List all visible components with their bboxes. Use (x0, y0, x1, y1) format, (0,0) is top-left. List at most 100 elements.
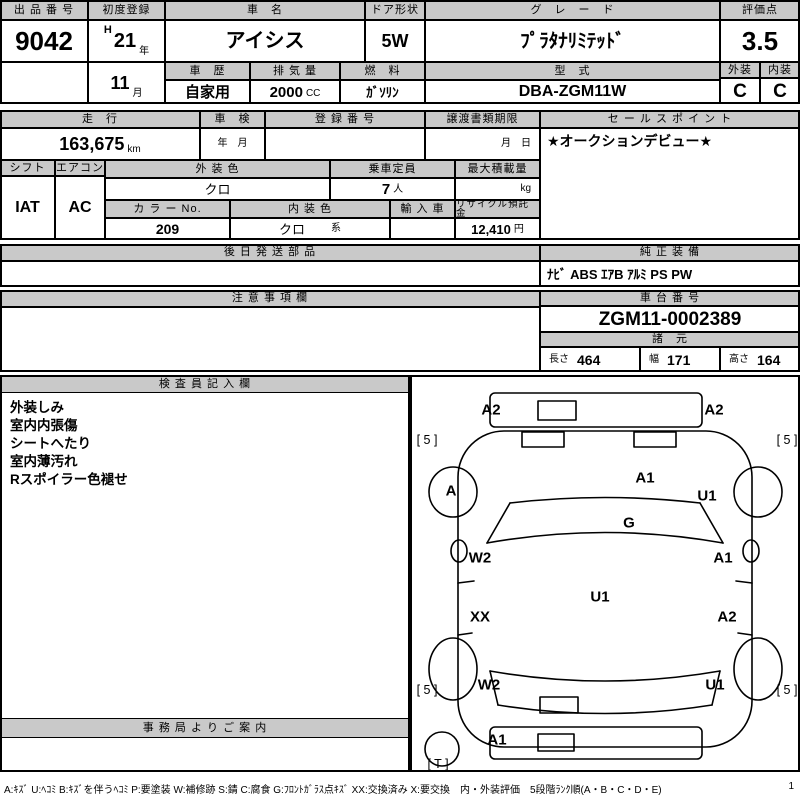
recycle-header: リサイクル預託金 (455, 200, 540, 218)
interior-score: C (760, 78, 800, 104)
registration-no-value (265, 128, 425, 160)
inspector-note: シートへたり (10, 436, 91, 451)
spec-width-cell: 幅 171 (640, 347, 720, 372)
registration-no-header: 登 録 番 号 (265, 110, 425, 128)
first-reg-year: 21 (113, 30, 137, 52)
diagram-marker-A1: A1 (487, 731, 507, 749)
max-load-header: 最大積載量 (455, 160, 540, 178)
later-parts-body (0, 261, 540, 287)
interior-color-suffix: 系 (331, 223, 341, 234)
diagram-marker-5: [ 5 ] (776, 683, 798, 697)
door-shape-header: ドア形状 (365, 0, 425, 20)
recycle-unit: 円 (513, 224, 524, 235)
transfer-deadline-header: 譲渡書類期限 (425, 110, 540, 128)
car-outline (424, 392, 783, 767)
interior-color-value: クロ (278, 221, 305, 237)
import-header: 輸 入 車 (390, 200, 455, 218)
color-no-value: 209 (105, 218, 230, 240)
equipment-value: ﾅﾋﾞ ABS ｴｱB ｱﾙﾐ PS PW (540, 261, 800, 287)
shift-header: シフト (0, 160, 55, 176)
recycle-value: 12,410 (471, 221, 511, 237)
displacement-value-cell: 2000 CC (250, 80, 340, 104)
footer-page-number: 1 (788, 781, 794, 792)
interior-color-cell: クロ 系 (230, 218, 390, 240)
grade-value: ﾌﾟﾗﾀﾅﾘﾐﾃｯﾄﾞ (425, 20, 720, 62)
spec-header: 諸 元 (540, 332, 800, 347)
chassis-no-value: ZGM11-0002389 (540, 306, 800, 332)
displacement-value: 2000 (269, 83, 303, 101)
inspector-note: 室内内張傷 (10, 418, 78, 433)
diagram-marker-A1: A1 (635, 469, 655, 487)
later-parts-header: 後 日 発 送 部 品 (0, 244, 540, 261)
spec-length-cell: 長さ 464 (540, 347, 640, 372)
diagram-marker-W2: W2 (477, 676, 501, 694)
diagram-marker-A2: A2 (717, 608, 737, 626)
car-name-value: アイシス (165, 20, 365, 62)
diagram-marker-A2: A2 (704, 401, 724, 419)
grade-header: グ レ ー ド (425, 0, 720, 20)
displacement-unit: CC (305, 88, 321, 99)
transfer-deadline-value: 月 日 (425, 128, 540, 160)
aircon-header: エアコン (55, 160, 105, 176)
first-reg-year-unit: 年 (139, 46, 150, 57)
diagram-marker-A2: A2 (481, 401, 501, 419)
diagram-marker-T: [ T ] (427, 757, 449, 771)
model-code-value: DBA-ZGM11W (425, 80, 720, 104)
spec-height-value: 164 (757, 351, 781, 368)
max-load-value: kg (455, 178, 540, 200)
diagram-marker-U1: U1 (705, 676, 725, 694)
diagram-marker-W2: W2 (468, 549, 492, 567)
exterior-score: C (720, 78, 760, 104)
first-reg-month: 11 (110, 73, 130, 93)
history-header: 車 歴 (165, 62, 250, 80)
diagram-marker-U1: U1 (590, 588, 610, 606)
displacement-header: 排 気 量 (250, 62, 340, 80)
diagram-marker-XX: XX (469, 608, 491, 626)
exterior-header: 外装 (720, 62, 760, 78)
inspection-header: 車 検 (200, 110, 265, 128)
equipment-header: 純 正 装 備 (540, 244, 800, 261)
spec-height-label: 高さ (729, 353, 749, 365)
first-reg-month-unit: 月 (132, 88, 143, 99)
shift-value: IAT (0, 176, 55, 240)
recycle-value-cell: 12,410 円 (455, 218, 540, 240)
score-header: 評価点 (720, 0, 800, 20)
diagram-marker-A1: A1 (713, 549, 733, 567)
color-no-header: カ ラ ー No. (105, 200, 230, 218)
capacity-header: 乗車定員 (330, 160, 455, 178)
spec-height-cell: 高さ 164 (720, 347, 800, 372)
chassis-no-header: 車 台 番 号 (540, 290, 800, 306)
exterior-color-header: 外 装 色 (105, 160, 330, 178)
diagram-marker-U1: U1 (697, 487, 717, 505)
mileage-unit: km (127, 144, 141, 155)
spec-length-label: 長さ (549, 353, 569, 365)
spec-width-value: 171 (667, 351, 691, 368)
first-reg-year-cell: H 21 年 (88, 20, 165, 62)
capacity-value: 7 (381, 180, 391, 198)
mileage-value-cell: 163,675 km (0, 128, 200, 160)
first-reg-header: 初度登録 (88, 0, 165, 20)
aircon-value: AC (55, 176, 105, 240)
diagram-marker-A: A (445, 482, 457, 500)
first-reg-month-cell: 11 月 (88, 62, 165, 104)
diagram-marker-5: [ 5 ] (416, 433, 438, 447)
spec-width-label: 幅 (649, 353, 659, 365)
mileage-value: 163,675 (59, 134, 125, 154)
door-shape-value: 5W (365, 20, 425, 62)
exterior-color-value: クロ (105, 178, 330, 200)
sales-point-header: セ ー ル ス ポ イ ン ト (540, 110, 800, 128)
model-code-header: 型 式 (425, 62, 720, 80)
inspector-note: Rスポイラー色褪せ (10, 472, 128, 487)
spec-length-value: 464 (577, 351, 601, 368)
fuel-value: ｶﾞｿﾘﾝ (340, 80, 425, 104)
inspection-value: 年 月 (200, 128, 265, 160)
interior-header: 内装 (760, 62, 800, 78)
capacity-value-cell: 7 人 (330, 178, 455, 200)
auction-no-value: 9042 (0, 20, 88, 62)
diagram-marker-5: [ 5 ] (416, 683, 438, 697)
diagram-marker-5: [ 5 ] (776, 433, 798, 447)
caution-header: 注 意 事 項 欄 (0, 290, 540, 307)
car-name-header: 車 名 (165, 0, 365, 20)
